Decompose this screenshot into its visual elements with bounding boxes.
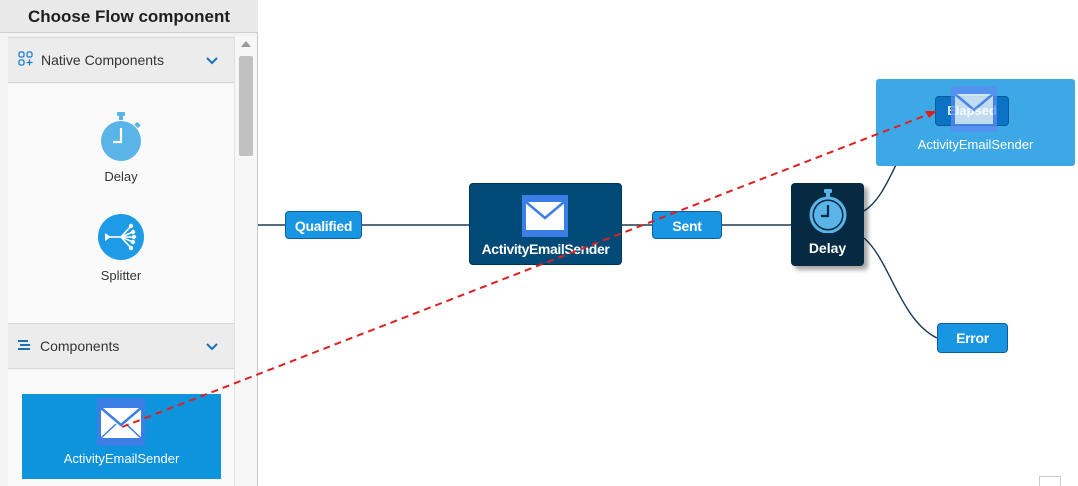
stopwatch-icon	[808, 189, 848, 236]
layers-icon	[18, 338, 32, 354]
link-sent[interactable]: Sent	[652, 211, 722, 239]
panel-title: Choose Flow component	[0, 0, 258, 33]
node-delay[interactable]: Delay	[791, 183, 864, 266]
node-activity-email-sender[interactable]: ActivityEmailSender	[469, 183, 622, 265]
chevron-down-icon[interactable]	[206, 52, 218, 68]
node-activity-email-sender-label: ActivityEmailSender	[481, 241, 610, 257]
envelope-icon	[951, 86, 997, 137]
envelope-icon	[522, 195, 568, 240]
palette-item-activity-email-sender-label: ActivityEmailSender	[63, 451, 180, 466]
node-delay-label: Delay	[808, 240, 847, 256]
canvas-corner-control[interactable]	[1039, 476, 1061, 486]
link-error[interactable]: Error	[937, 323, 1008, 353]
drop-target-label: ActivityEmailSender	[917, 137, 1034, 152]
components-label: Components	[40, 338, 120, 354]
link-qualified[interactable]: Qualified	[285, 211, 362, 239]
native-components-label: Native Components	[41, 52, 164, 68]
flow-canvas[interactable]	[258, 0, 1078, 486]
apps-icon	[18, 51, 33, 69]
native-components-header[interactable]: Native Components	[8, 37, 234, 83]
scroll-up-icon[interactable]	[241, 41, 251, 47]
